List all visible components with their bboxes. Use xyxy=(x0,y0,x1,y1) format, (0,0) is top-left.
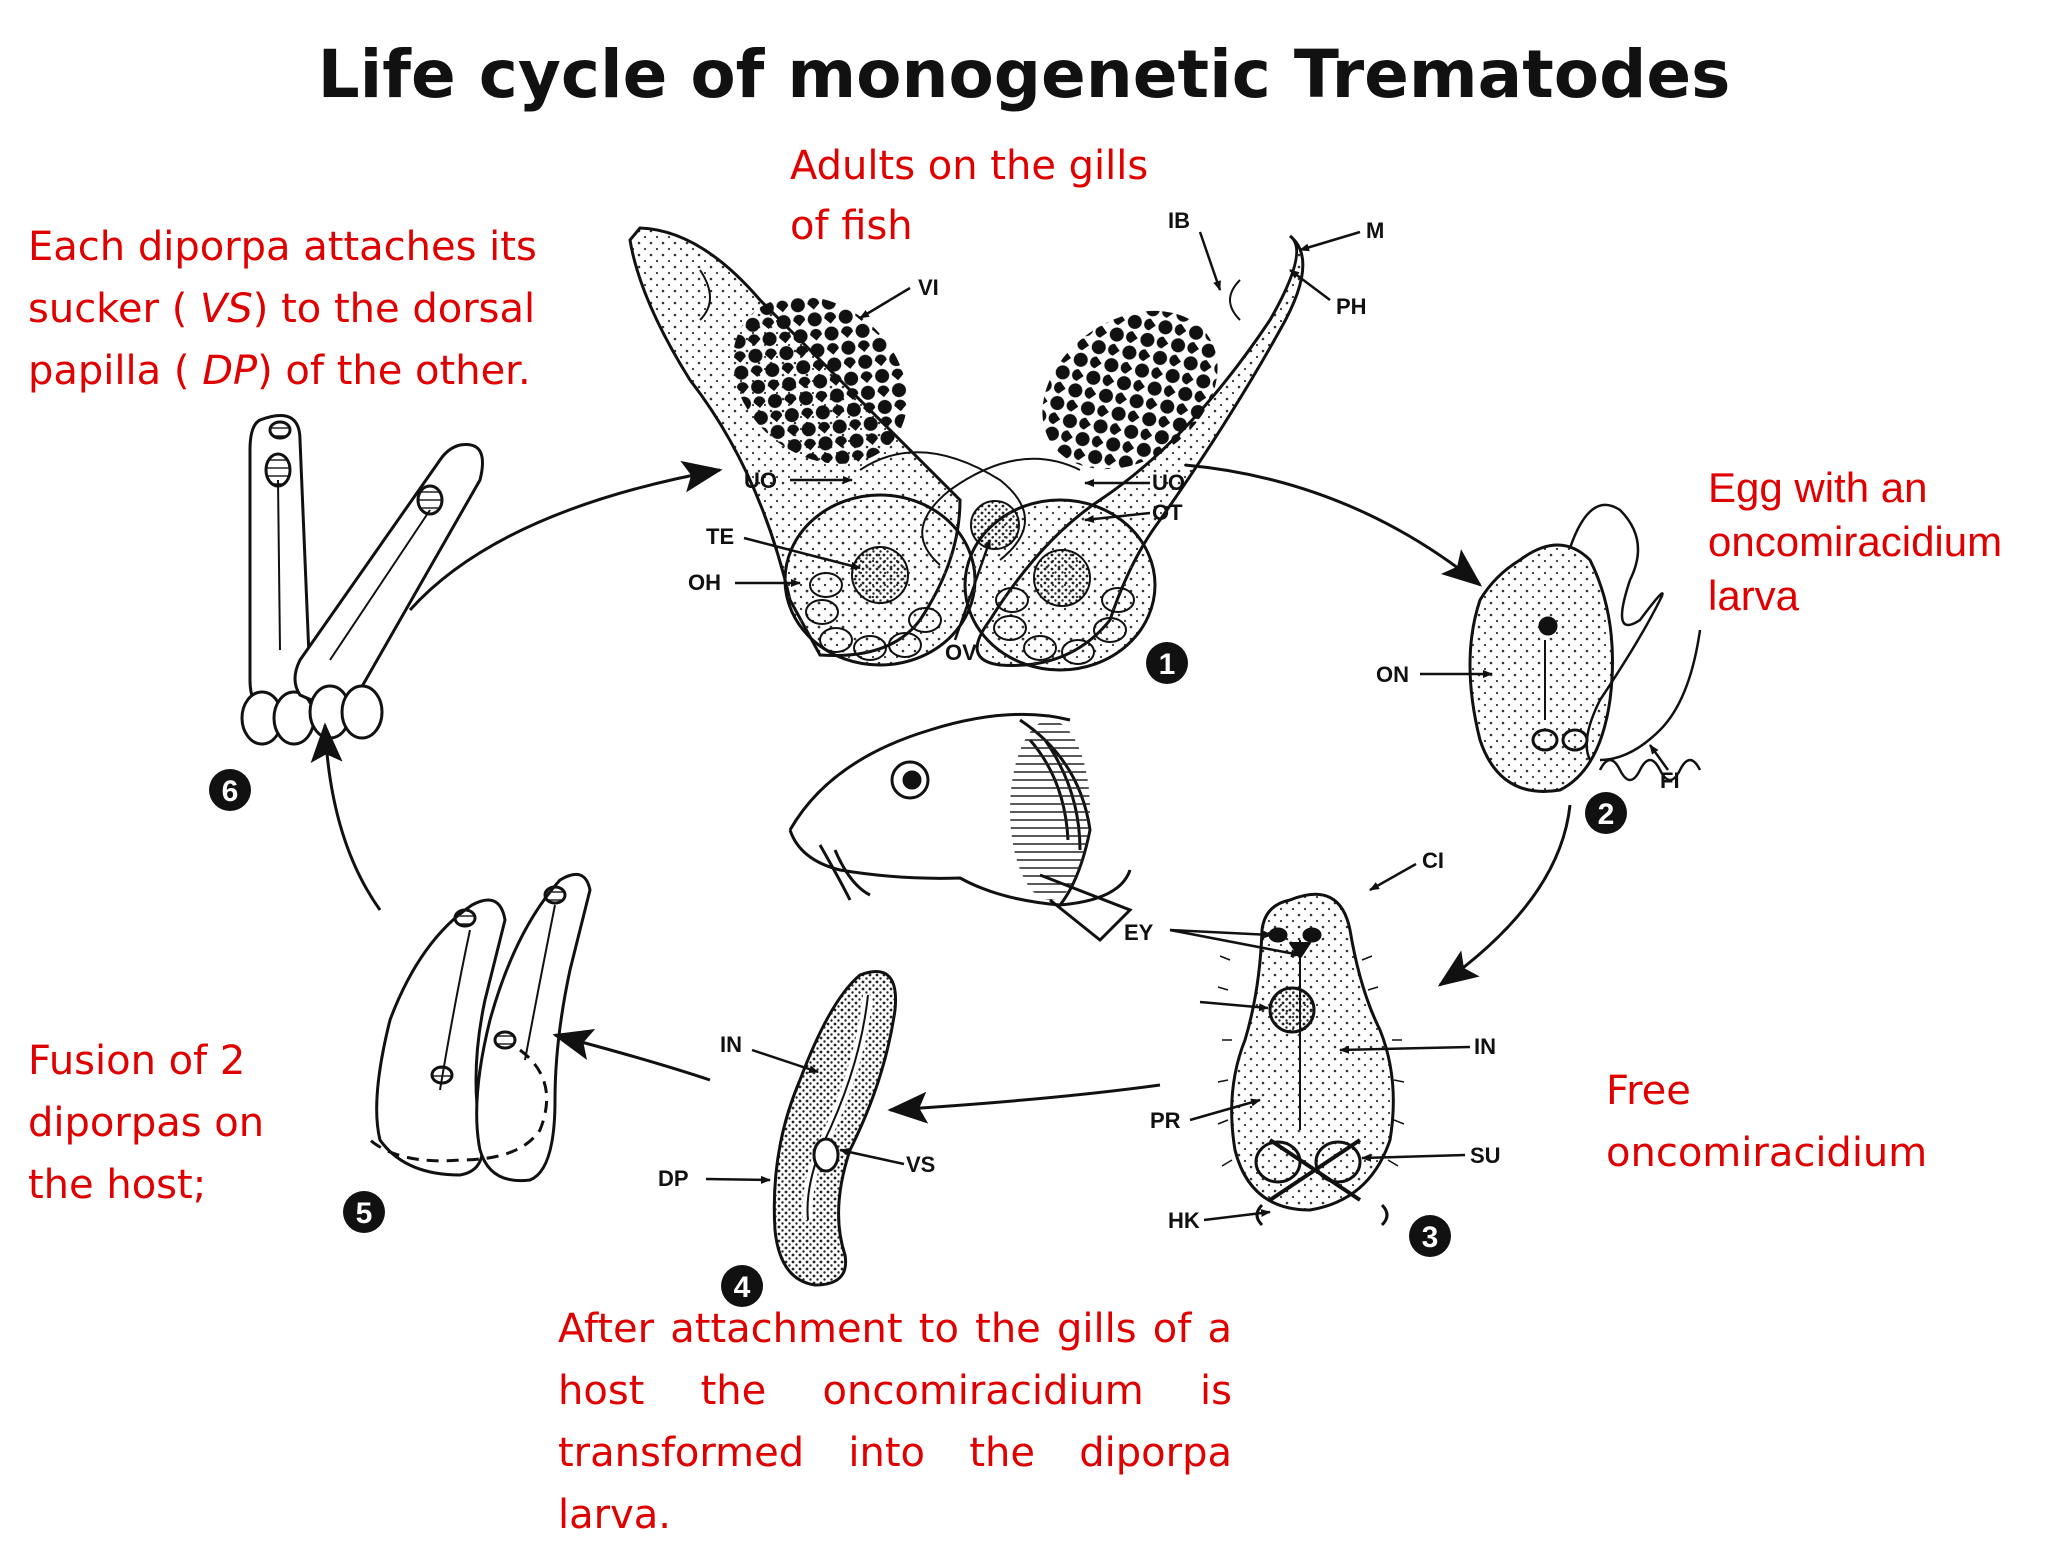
caption-line: papilla ( DP) of the other. xyxy=(28,340,537,402)
caption-text: sucker ( xyxy=(28,286,201,332)
label-in-stage4: IN xyxy=(720,1032,742,1057)
label-ey: EY xyxy=(1124,920,1154,945)
testis-left xyxy=(851,546,909,604)
label-m: M xyxy=(1366,218,1384,243)
stage-number-1: 1 xyxy=(1146,642,1188,684)
egg-filament xyxy=(1568,503,1664,761)
testis-right xyxy=(1033,549,1091,607)
stage-number-text: 4 xyxy=(734,1271,751,1304)
caption-line: After attachment to the gills of a xyxy=(558,1306,1232,1352)
arrow-2-to-3 xyxy=(1437,804,1572,987)
caption-line: transformed into the diporpa xyxy=(558,1430,1232,1476)
clamp-group-right xyxy=(993,587,1135,665)
stage5-fusion xyxy=(369,872,592,1183)
diporpa-left xyxy=(375,898,507,1177)
caption-text: papilla ( xyxy=(28,348,203,394)
caption-line: Adults on the gills xyxy=(790,143,1149,189)
caption-line: Fusion of 2 xyxy=(28,1038,246,1084)
label-vs: VS xyxy=(906,1152,935,1177)
stage-number-text: 1 xyxy=(1159,648,1176,681)
caption-egg: Egg with an oncomiracidium larva xyxy=(1708,461,2002,623)
caption-after: After attachment to the gills of a host … xyxy=(558,1298,1232,1546)
caption-line: diporpas on xyxy=(28,1100,265,1146)
stage-number-text: 6 xyxy=(222,775,239,808)
arrow-5-to-6 xyxy=(310,722,382,911)
label-ot: OT xyxy=(1152,500,1183,525)
stage-number-4: 4 xyxy=(721,1265,763,1307)
label-ov: OV xyxy=(945,640,977,665)
label-pr: PR xyxy=(1150,1108,1181,1133)
egg-shell xyxy=(1468,543,1614,793)
page-title: Life cycle of monogenetic Trematodes xyxy=(317,36,1731,113)
caption-line: larva xyxy=(1708,572,1800,619)
stage-number-text: 2 xyxy=(1598,798,1615,831)
cycle-arrows xyxy=(310,460,1572,1124)
caption-line: sucker ( VS) to the dorsal xyxy=(28,278,537,340)
caption-line: of fish xyxy=(790,203,913,249)
stage1-labels xyxy=(735,230,1361,641)
label-dp: DP xyxy=(658,1166,689,1191)
stage6-crossed-diporpas xyxy=(240,414,484,746)
caption-text: ) of the other. xyxy=(257,348,531,394)
caption-diporpa-attach: Each diporpa attaches its sucker ( VS) t… xyxy=(28,216,537,402)
caption-adults: Adults on the gills of fish xyxy=(790,136,1148,256)
caption-text: ) to the dorsal xyxy=(252,286,536,332)
arrow-6-to-1 xyxy=(408,460,723,612)
label-ib: IB xyxy=(1168,208,1190,233)
label-ph: PH xyxy=(1336,294,1367,319)
label-fi: FI xyxy=(1660,768,1680,793)
label-on: ON xyxy=(1376,662,1409,687)
label-su: SU xyxy=(1470,1143,1501,1168)
arrow-3-to-4 xyxy=(887,1083,1161,1124)
label-in-stage3: IN xyxy=(1474,1034,1496,1059)
stage3-oncomiracidium xyxy=(1217,892,1405,1227)
stage-number-6: 6 xyxy=(209,769,251,811)
caption-free: Free oncomiracidium xyxy=(1606,1060,1927,1184)
larva-body xyxy=(1230,892,1395,1212)
vitellaria-right xyxy=(1042,310,1218,470)
caption-line: Each diporpa attaches its xyxy=(28,224,537,270)
diporpa-b xyxy=(293,442,484,710)
caption-line: host the oncomiracidium is xyxy=(558,1368,1232,1414)
caption-emphasis: DP xyxy=(202,348,258,394)
stage-number-text: 5 xyxy=(356,1197,373,1230)
label-uo-right: UO xyxy=(1152,470,1185,495)
label-oh: OH xyxy=(688,570,721,595)
label-ci: CI xyxy=(1422,848,1444,873)
stage2-egg xyxy=(1468,503,1702,793)
larva-cilia xyxy=(1217,955,1405,1167)
caption-fusion: Fusion of 2 diporpas on the host; xyxy=(28,1030,264,1216)
ovary xyxy=(970,500,1020,550)
stage-number-3: 3 xyxy=(1409,1215,1451,1257)
label-te: TE xyxy=(706,524,734,549)
caption-line: larva. xyxy=(558,1492,671,1538)
label-uo-left: UO xyxy=(744,468,777,493)
caption-line: Free xyxy=(1606,1068,1691,1114)
stage-number-text: 3 xyxy=(1422,1221,1439,1254)
caption-line: Egg with an xyxy=(1708,464,1928,511)
egg-filament-coils xyxy=(1598,629,1702,782)
vitellaria xyxy=(732,296,1218,470)
caption-emphasis: VS xyxy=(200,286,253,332)
stage-number-2: 2 xyxy=(1585,792,1627,834)
label-vi: VI xyxy=(918,275,939,300)
arrow-4-to-5 xyxy=(552,1029,711,1082)
stage2-labels xyxy=(1420,670,1670,771)
caption-line: oncomiracidium xyxy=(1606,1130,1928,1176)
stage-number-5: 5 xyxy=(343,1191,385,1233)
caption-line: the host; xyxy=(28,1162,207,1208)
arrow-1-to-2 xyxy=(1184,463,1483,587)
diporpa-right xyxy=(475,872,592,1183)
adult-organs xyxy=(699,269,1241,665)
stage4-labels xyxy=(705,1048,905,1184)
clamp-group-left xyxy=(805,572,942,661)
stage4-diporpa xyxy=(772,970,898,1287)
fish-eye xyxy=(890,760,930,800)
label-hk: HK xyxy=(1168,1208,1200,1233)
stage3-labels xyxy=(1169,862,1471,1222)
caption-line: oncomiracidium xyxy=(1708,518,2003,565)
vitellaria-left xyxy=(732,296,908,464)
fish-head-illustration xyxy=(788,712,1133,943)
